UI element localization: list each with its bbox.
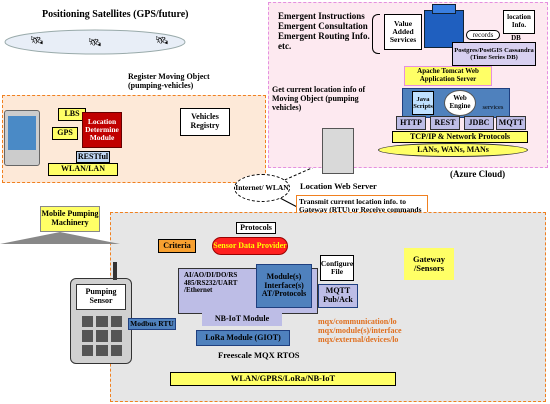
postgres-box: Postgres/PostGIS Cassandra (Time Series … [452,42,536,66]
get-location-label: Get current location info of Moving Obje… [272,85,366,112]
mqx-topics: mqx/communication/lo mqx/module(s)/inter… [318,317,402,344]
criteria-box: Criteria [158,239,196,253]
server-icon [424,10,464,48]
mqx-line: mqx/external/devices/lo [318,334,399,344]
tcpip-bar: TCP/IP & Network Protocols [392,131,528,143]
gps-box: GPS [52,127,78,140]
location-info-box: location Info. [503,10,535,34]
pumping-sensor-label: Pumping Sensor [76,284,126,310]
keypad [82,316,122,356]
aio-label: AI/AO/DI/DO/RS 485/RS232/UART /Ethernet [184,271,238,295]
mqtt-pub-ack: MQTT Pub/Ack [318,284,358,308]
db-label: DB [511,34,521,43]
satellite-icon: 🛰 [30,35,44,47]
services-label: services [482,103,504,111]
key [110,330,122,342]
nbiot-module: NB-IoT Module [202,312,282,326]
key [96,330,108,342]
http-chip: HTTP [396,116,426,130]
vehicles-registry: Vehicles Registry [180,108,230,136]
bottom-network-bar: WLAN/GPRS/LoRa/NB-IoT [170,372,396,386]
configure-file: Configure File [320,255,354,281]
key [110,316,122,328]
emergency-list: Emergent Instructions Emergent Consultat… [278,11,370,52]
mqx-line: mqx/module(s)/interface [318,325,402,335]
protocols-box: Protocols [236,222,276,234]
mqtt-chip: MQTT [496,116,526,130]
satellite-icon: 🛰 [155,35,169,47]
rest-chip: REST [430,116,460,130]
key [96,344,108,356]
antenna [113,262,117,280]
key [82,344,94,356]
records-db: records [466,30,500,40]
key [110,344,122,356]
lora-module: LoRa Module (GIOT) [196,330,290,346]
lans-bar: LANs, WANs, MANs [378,143,528,157]
rtos-label: Freescale MQX RTOS [218,350,300,360]
emergency-line: Emergent Consultation [278,20,368,31]
emergency-line: etc. [278,40,292,51]
modules-interface: Module(s) Interface(s) AT/Protocols [256,264,312,308]
apache-tomcat: Apache Tomcat Web Application Server [404,66,492,86]
java-scripts: Java Scripts [412,91,434,115]
brace [372,14,380,54]
restful-box: RESTful [76,151,110,163]
satellites-title: Positioning Satellites (GPS/future) [42,9,189,20]
jdbc-chip: JDBC [464,116,494,130]
sensor-data-provider: Sensor Data Provider [212,237,288,255]
internet-cloud: Internet/ WLAN [234,174,290,202]
value-added-services: Value Added Services [384,14,422,50]
emergency-line: Emergent Instructions [278,11,365,21]
mqx-line: mqx/communication/lo [318,317,397,326]
satellite-icon: 🛰 [88,37,102,49]
web-server-icon [322,128,354,174]
mobile-machinery-label: Mobile Pumping Machinery [40,206,100,232]
key [82,316,94,328]
key [82,330,94,342]
location-determine-module: Location Determine Module [82,112,122,148]
wlan-lan-box: WLAN/LAN [48,163,118,176]
emergency-line: Emergent Routing Info. [278,30,370,41]
satellite-orbit [4,29,186,55]
web-engine: Web Engine [444,90,476,116]
location-web-server-label: Location Web Server [300,181,377,191]
gateway-sensors-label: Gateway /Sensors [404,248,454,280]
modbus-label: Modbus RTU [128,318,176,330]
register-label: Register Moving Object (pumping-vehicles… [128,72,210,90]
server-top [432,4,456,14]
azure-cloud-label: (Azure Cloud) [450,169,506,179]
phone-screen [8,116,36,150]
key [96,316,108,328]
machinery-shape [0,232,120,244]
